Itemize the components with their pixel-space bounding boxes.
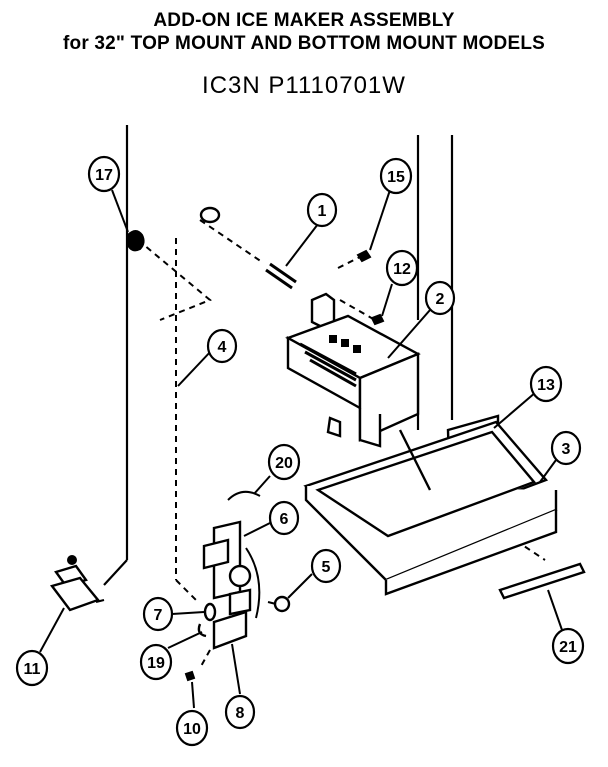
callout-15: 15	[379, 157, 413, 195]
svg-text:4: 4	[218, 339, 227, 356]
title-line-2: for 32" TOP MOUNT AND BOTTOM MOUNT MODEL…	[62, 33, 545, 54]
part-1-fill-tube	[199, 206, 297, 290]
callout-11: 11	[15, 649, 49, 687]
part-8-cover	[212, 588, 252, 650]
svg-text:17: 17	[95, 167, 113, 184]
callout-3: 3	[550, 430, 582, 466]
svg-text:2: 2	[436, 291, 445, 308]
callout-13: 13	[529, 365, 563, 403]
callout-19: 19	[139, 643, 173, 681]
model-number: IC3N P1110701W	[202, 72, 406, 99]
svg-text:6: 6	[280, 511, 289, 528]
part-6-valve-bracket	[202, 520, 261, 619]
callout-6: 6	[268, 500, 300, 536]
svg-text:8: 8	[236, 705, 245, 722]
callout-8: 8	[224, 694, 256, 730]
part-20-tube	[227, 490, 261, 501]
callout-20: 20	[267, 443, 301, 481]
part-15-screw	[356, 249, 372, 263]
part-12-screw	[370, 313, 385, 326]
svg-text:7: 7	[154, 607, 163, 624]
leader-lines	[39, 189, 563, 709]
callout-4: 4	[206, 328, 238, 364]
callout-1: 1	[306, 192, 338, 228]
part-10-screw	[184, 670, 196, 682]
title-line-1: ADD-ON ICE MAKER ASSEMBLY	[153, 10, 455, 31]
callout-7: 7	[142, 596, 174, 632]
part-19-sleeve	[197, 623, 207, 638]
svg-text:20: 20	[275, 455, 293, 472]
callout-21: 21	[551, 627, 585, 665]
callout-10: 10	[175, 709, 209, 747]
callout-2: 2	[424, 280, 456, 316]
callout-17: 17	[87, 155, 121, 193]
part-7-nut	[203, 602, 217, 622]
part-11-water-valve	[49, 555, 105, 612]
svg-text:15: 15	[387, 169, 405, 186]
svg-text:12: 12	[393, 261, 411, 278]
svg-text:10: 10	[183, 721, 201, 738]
svg-text:5: 5	[322, 559, 331, 576]
callout-12: 12	[385, 249, 419, 287]
svg-text:19: 19	[147, 655, 165, 672]
part-2-ice-maker	[285, 292, 421, 448]
part-3-ice-bin	[303, 420, 558, 596]
part-17-grommet	[127, 230, 145, 252]
part-21-bracket	[498, 562, 586, 600]
part-5-fitting	[267, 595, 291, 613]
callout-5: 5	[310, 548, 342, 584]
svg-text:21: 21	[559, 639, 577, 656]
svg-text:1: 1	[318, 203, 327, 220]
svg-text:11: 11	[24, 661, 41, 678]
svg-text:13: 13	[537, 377, 555, 394]
cabinet-walls	[103, 125, 454, 586]
svg-text:3: 3	[562, 441, 571, 458]
